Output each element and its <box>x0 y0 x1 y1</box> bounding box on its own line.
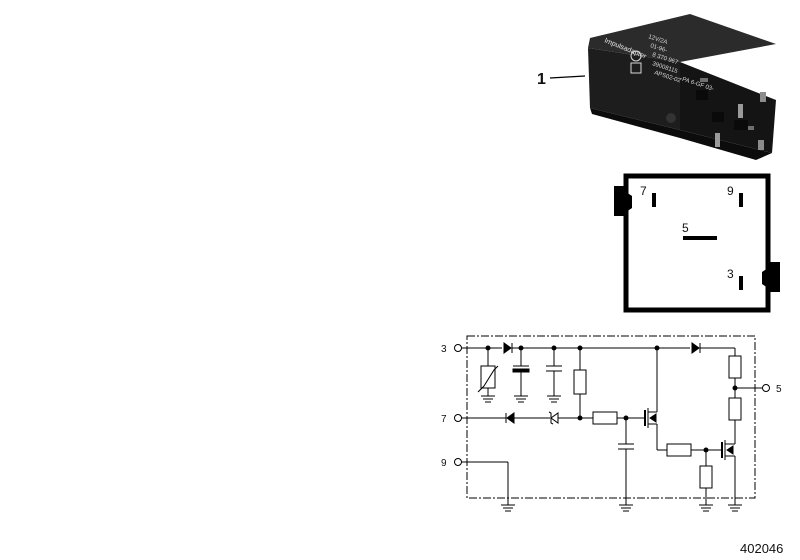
schematic-label-7: 7 <box>441 414 447 425</box>
relay-label-line2: 12V/2A <box>647 34 668 46</box>
pinout-pin-3 <box>739 276 743 290</box>
resistor-icon <box>728 355 742 379</box>
zener-diode-icon <box>550 412 559 424</box>
brand-logo-icon <box>630 50 642 62</box>
pinout-label-3: 3 <box>727 267 734 281</box>
terminal-5-icon <box>762 384 770 392</box>
terminal-7-icon <box>454 414 462 422</box>
diode-icon <box>506 412 515 424</box>
resistor-icon <box>728 397 742 421</box>
pinout-label-5: 5 <box>682 221 689 235</box>
varistor-icon <box>480 365 496 389</box>
resistor-icon <box>666 443 692 457</box>
resistor-icon <box>699 465 713 489</box>
capacitor-icon <box>512 368 530 373</box>
callout-1: 1 <box>537 71 586 88</box>
resistor-icon <box>592 411 618 425</box>
terminal-3-icon <box>454 344 462 352</box>
schematic-labels: 3 7 9 5 <box>441 344 782 469</box>
pinout-pin-9 <box>739 193 743 207</box>
pinout-view: 7 9 5 3 <box>614 173 780 313</box>
relay-label-line3: 01-96- <box>649 43 667 54</box>
pinout-pin-7 <box>652 193 656 207</box>
callout-number: 1 <box>537 71 546 88</box>
approval-mark-icon <box>630 62 642 74</box>
schematic-label-5: 5 <box>776 384 782 395</box>
resistor-icon <box>573 369 587 395</box>
circuit-schematic <box>454 335 770 512</box>
drawing-number: 402046 <box>740 541 783 556</box>
terminal-9-icon <box>454 458 462 466</box>
diode-icon <box>503 342 512 354</box>
schematic-label-9: 9 <box>441 458 447 469</box>
pinout-outline <box>623 173 771 313</box>
pinout-label-9: 9 <box>727 184 734 198</box>
relay-illustration <box>588 14 776 160</box>
schematic-label-3: 3 <box>441 344 447 355</box>
module-boundary <box>466 335 756 499</box>
diode-icon <box>691 342 700 354</box>
callout-leader-line <box>549 75 586 79</box>
pinout-label-7: 7 <box>640 184 647 198</box>
pinout-pin-5 <box>683 236 717 240</box>
